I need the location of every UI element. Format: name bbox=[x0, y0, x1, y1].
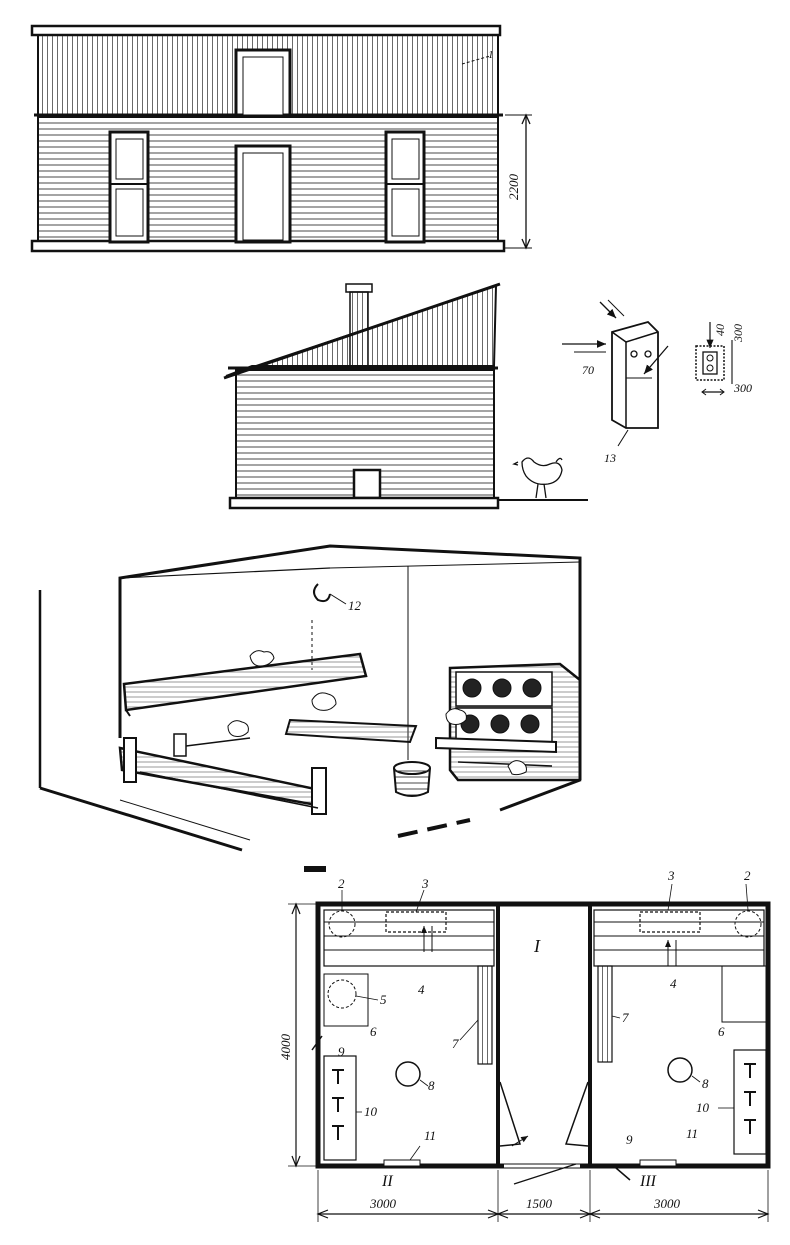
room-label-II: II bbox=[381, 1173, 393, 1190]
height-dim-2200: 2200 bbox=[506, 174, 521, 201]
ref-12-label: 12 bbox=[348, 598, 362, 613]
ref-3-right: 3 bbox=[667, 868, 675, 883]
ref-8-left: 8 bbox=[428, 1078, 435, 1093]
dim-3000-right: 3000 bbox=[653, 1196, 681, 1211]
side-elevation: 70 13 40 300 300 bbox=[223, 282, 752, 510]
ref-6-left: 6 bbox=[370, 1024, 377, 1039]
ref-13-label: 13 bbox=[604, 451, 616, 465]
ref-4-right: 4 bbox=[670, 976, 677, 991]
nest-dim-40: 40 bbox=[713, 324, 727, 336]
ref-10-left: 10 bbox=[364, 1104, 378, 1119]
ref-8-right: 8 bbox=[702, 1076, 709, 1091]
window-left bbox=[108, 130, 150, 244]
chicken-icon bbox=[227, 650, 527, 776]
ref-9-left: 9 bbox=[338, 1044, 345, 1059]
dim-1500: 1500 bbox=[526, 1196, 553, 1211]
dim-3000-left: 3000 bbox=[369, 1196, 397, 1211]
room-label-I: I bbox=[533, 936, 541, 956]
room-center: I bbox=[499, 936, 589, 1185]
ref-7-left: 7 bbox=[452, 1036, 459, 1051]
nest-holes bbox=[460, 678, 542, 734]
ref-2-right: 2 bbox=[744, 868, 751, 883]
ref-10-right: 10 bbox=[696, 1100, 710, 1115]
nest-dim-70: 70 bbox=[582, 363, 594, 377]
ref-6-right: 6 bbox=[718, 1024, 725, 1039]
interior-perspective: 12 bbox=[38, 544, 582, 872]
window-right bbox=[384, 130, 426, 244]
dim-4000: 4000 bbox=[278, 1034, 293, 1061]
ref-9-right: 9 bbox=[626, 1132, 633, 1147]
front-elevation: 1 2200 bbox=[30, 24, 532, 253]
room-left: 2 3 4 5 6 7 8 9 10 11 II bbox=[311, 876, 495, 1190]
ref-3-left: 3 bbox=[421, 876, 429, 891]
door-lower bbox=[234, 144, 292, 244]
room-label-III: III bbox=[639, 1173, 657, 1190]
nest-dim-300-vertical: 300 bbox=[731, 324, 745, 343]
ref-7-right: 7 bbox=[622, 1010, 629, 1025]
ref-11-left: 11 bbox=[424, 1128, 436, 1143]
room-right: 3 2 4 7 6 8 10 11 9 III bbox=[593, 868, 767, 1190]
ref-1-label: 1 bbox=[488, 49, 494, 61]
chicken-icon bbox=[512, 457, 563, 499]
nest-box-detail: 70 13 40 300 300 bbox=[562, 299, 752, 465]
floor-plan: 2 3 4 5 6 7 8 9 10 11 II I bbox=[278, 868, 771, 1222]
ref-11-right: 11 bbox=[686, 1126, 698, 1141]
ref-4-left: 4 bbox=[418, 982, 425, 997]
nest-dim-300-horizontal: 300 bbox=[733, 381, 752, 395]
ref-5: 5 bbox=[380, 992, 387, 1007]
ref-2-left: 2 bbox=[338, 876, 345, 891]
